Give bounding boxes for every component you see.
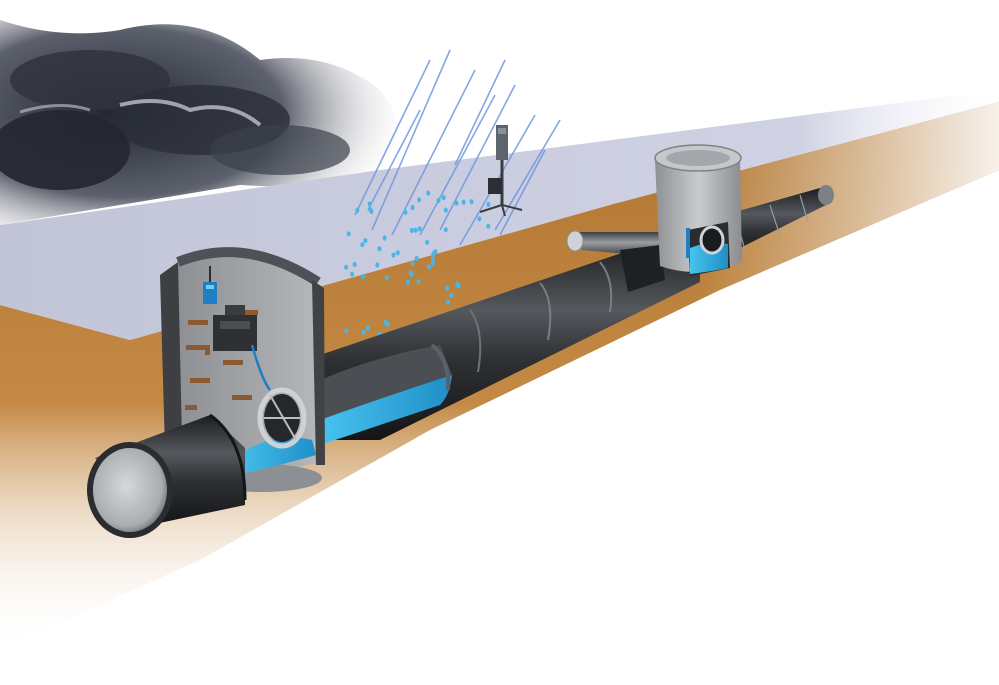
raindrop (384, 275, 389, 281)
raindrop (405, 279, 410, 285)
storm-clouds (0, 20, 398, 225)
raindrop (366, 325, 370, 331)
flow-meter (257, 387, 307, 449)
raindrop (360, 242, 365, 248)
raindrop (403, 209, 408, 215)
raindrop (486, 223, 491, 229)
raindrop (461, 199, 466, 205)
raindrop (443, 227, 448, 233)
raindrop (416, 278, 421, 284)
lateral-inlet (566, 230, 672, 292)
raindrop (367, 201, 372, 207)
raindrop (441, 195, 446, 201)
raindrop (355, 207, 360, 213)
raindrop (368, 207, 373, 213)
raindrop (363, 238, 368, 244)
raindrop (377, 246, 382, 252)
downstream-flow-meter (686, 225, 725, 258)
raindrop (445, 285, 450, 291)
raindrop (361, 329, 366, 335)
raindrop (425, 239, 430, 245)
data-logger (213, 305, 257, 351)
raindrop (417, 197, 422, 203)
pipe-cutaway (320, 343, 452, 445)
raindrop (431, 260, 436, 266)
raindrop (409, 227, 414, 234)
raindrop (469, 199, 474, 205)
raindrop (417, 226, 422, 232)
raindrop (454, 200, 459, 206)
raindrop (346, 231, 351, 237)
manhole-downstream (654, 144, 742, 276)
raindrop (455, 281, 460, 287)
raindrop (449, 292, 454, 298)
manhole-upstream (160, 247, 325, 492)
raindrop (433, 249, 438, 255)
raindrop (414, 255, 419, 261)
raindrop (361, 273, 366, 280)
raindrop (375, 262, 380, 268)
raindrop (436, 197, 441, 203)
raindrop (352, 261, 357, 268)
raindrop (350, 271, 355, 277)
raindrop (382, 235, 387, 241)
raindrop (410, 204, 415, 211)
water-flow (320, 375, 452, 445)
raindrop (344, 328, 349, 334)
raindrop (427, 264, 432, 270)
raindrop (413, 227, 418, 233)
raindrop (344, 264, 349, 270)
raindrop (395, 250, 400, 256)
rain-gauge (479, 125, 523, 217)
raindrop (486, 201, 491, 207)
sensor (203, 266, 217, 304)
outlet-pipe (87, 413, 247, 538)
raindrop (445, 299, 450, 305)
raindrop (408, 270, 413, 276)
rainfall (354, 49, 561, 246)
raindrop (430, 256, 435, 262)
raindrop (383, 319, 388, 326)
raindrop (477, 216, 482, 222)
raindrop (443, 207, 448, 213)
ladder-steps (185, 310, 258, 410)
raindrop (426, 190, 431, 196)
raindrop (410, 260, 415, 266)
raindrop (391, 252, 396, 258)
